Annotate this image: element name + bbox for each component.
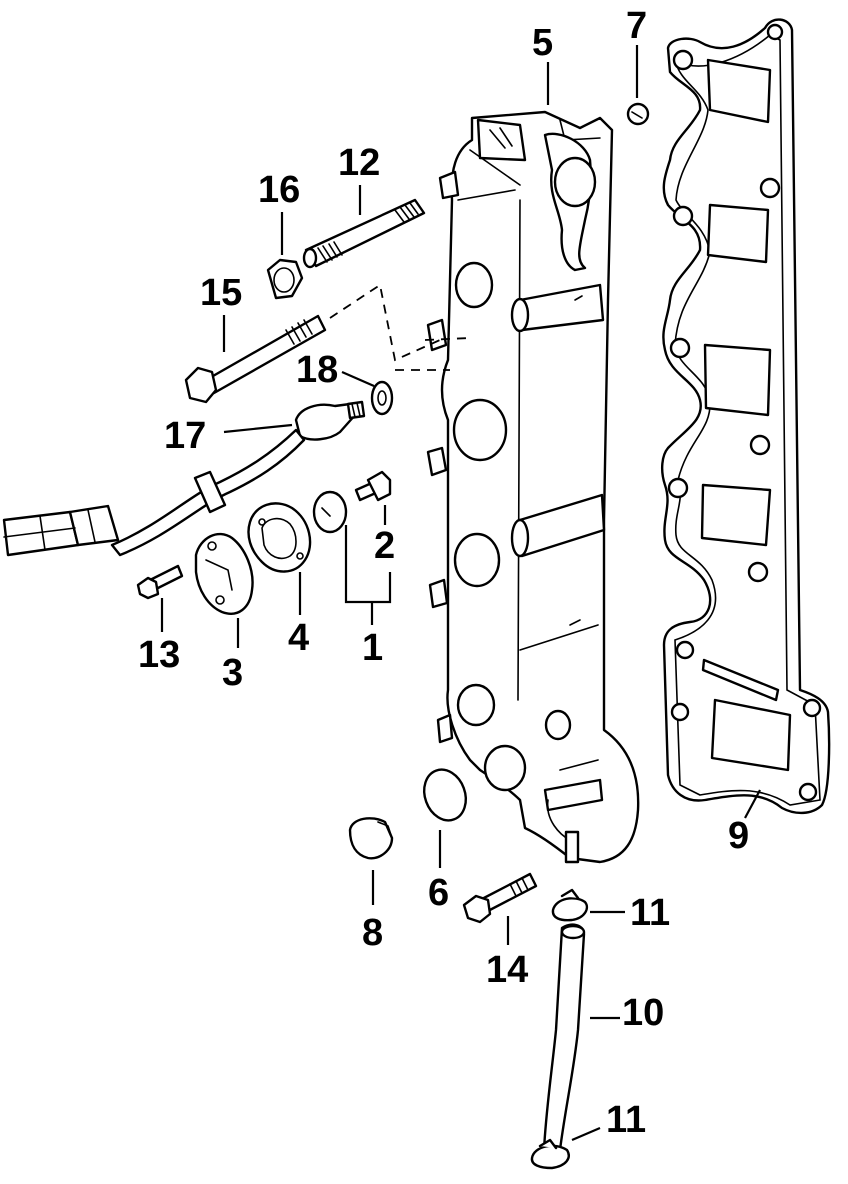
leader-lines xyxy=(160,45,761,1142)
callout-4: 4 xyxy=(288,617,309,659)
bolt-15 xyxy=(184,314,327,404)
bolt-14 xyxy=(462,872,538,924)
cover-3 xyxy=(194,532,254,615)
callout-2: 2 xyxy=(374,525,395,567)
callout-18: 18 xyxy=(296,349,338,391)
callout-11-upper: 11 xyxy=(630,892,670,934)
washer-18 xyxy=(370,380,394,416)
callout-11-lower: 11 xyxy=(606,1099,646,1141)
plug-7 xyxy=(626,102,650,126)
hose-clamp-lower xyxy=(530,1138,570,1170)
plate-1 xyxy=(312,490,348,534)
gasket-4 xyxy=(247,502,312,573)
callout-10: 10 xyxy=(622,992,664,1034)
exhaust-manifold xyxy=(426,110,640,864)
callout-8: 8 xyxy=(362,912,383,954)
callout-6: 6 xyxy=(428,872,449,914)
callout-13: 13 xyxy=(138,634,180,676)
callout-15: 15 xyxy=(200,272,242,314)
callout-16: 16 xyxy=(258,169,300,211)
callout-7: 7 xyxy=(626,5,647,47)
screw-13 xyxy=(136,564,184,600)
hose-clamp-upper xyxy=(551,888,589,922)
callout-12: 12 xyxy=(338,142,380,184)
temperature-sensor-17 xyxy=(2,400,366,557)
callout-14: 14 xyxy=(486,949,528,991)
nut-16 xyxy=(266,258,304,300)
callout-17: 17 xyxy=(164,415,206,457)
callout-9: 9 xyxy=(728,815,749,857)
callout-5: 5 xyxy=(532,22,553,64)
assembly-guide-lines xyxy=(329,283,471,371)
manifold-gasket xyxy=(660,18,831,815)
callout-3: 3 xyxy=(222,652,243,694)
plug-8 xyxy=(348,817,394,860)
screw-2 xyxy=(354,470,392,502)
callout-labels: 5 7 12 16 15 18 17 2 1 4 3 13 6 8 14 11 … xyxy=(138,5,749,1141)
hose-10 xyxy=(542,923,586,1152)
callout-1: 1 xyxy=(362,627,383,669)
gasket-6 xyxy=(423,768,467,822)
stud-12 xyxy=(302,198,426,269)
